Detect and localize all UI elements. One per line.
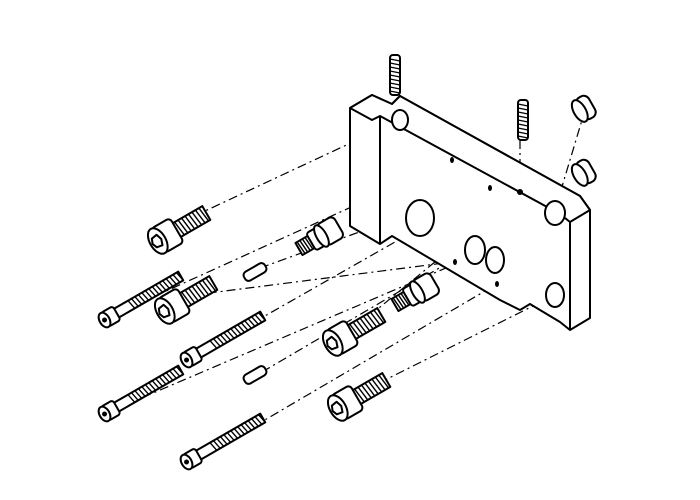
assembly-line (169, 261, 453, 299)
cap-screw (326, 372, 392, 422)
hex-socket-icon (330, 400, 344, 416)
dowel-pin (242, 262, 268, 282)
long-screw (179, 310, 267, 369)
cap-nut (570, 158, 597, 187)
assembly-line (124, 261, 461, 406)
seal-fitting (294, 216, 344, 257)
hex-socket-icon (157, 303, 171, 319)
assembly-line (261, 249, 471, 373)
seal-fitting (390, 272, 440, 313)
grub-screw (517, 99, 529, 141)
mounting-plate (349, 94, 591, 331)
fasteners (97, 54, 597, 471)
long-screw (97, 364, 185, 423)
cap-screw (146, 205, 212, 255)
long-screw (179, 412, 267, 471)
grub-screw (389, 54, 401, 96)
hex-socket-icon (325, 335, 339, 351)
cap-screw (153, 275, 219, 325)
assembly-line (554, 109, 586, 211)
hex-socket-icon (150, 233, 164, 249)
cap-nut (570, 94, 597, 123)
dowel-pin (242, 365, 268, 385)
long-screw (97, 270, 185, 329)
cap-screw (321, 307, 387, 357)
